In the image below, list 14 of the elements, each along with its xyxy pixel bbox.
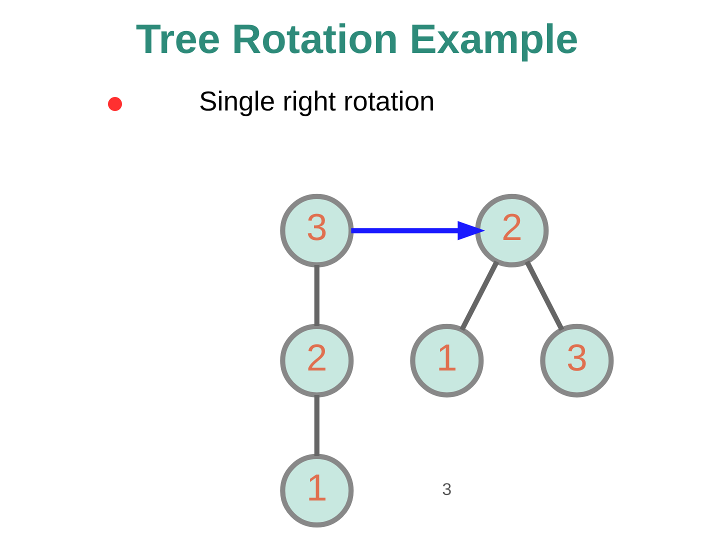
connector bbox=[314, 264, 320, 326]
node-circle: 2 bbox=[475, 194, 549, 268]
node-circle: 3 bbox=[540, 324, 614, 398]
label: 3 bbox=[442, 480, 452, 499]
node-circle: 2 bbox=[280, 324, 354, 398]
connector bbox=[314, 395, 320, 456]
connector bbox=[524, 260, 564, 331]
diagram-title: Tree Rotation Example bbox=[136, 16, 578, 62]
node-circle: 1 bbox=[410, 324, 484, 398]
label: Single right rotation bbox=[199, 86, 435, 117]
node-circle: 3 bbox=[280, 194, 354, 268]
connector bbox=[460, 260, 500, 331]
node-circle: 1 bbox=[280, 454, 354, 528]
arrow bbox=[351, 221, 486, 240]
